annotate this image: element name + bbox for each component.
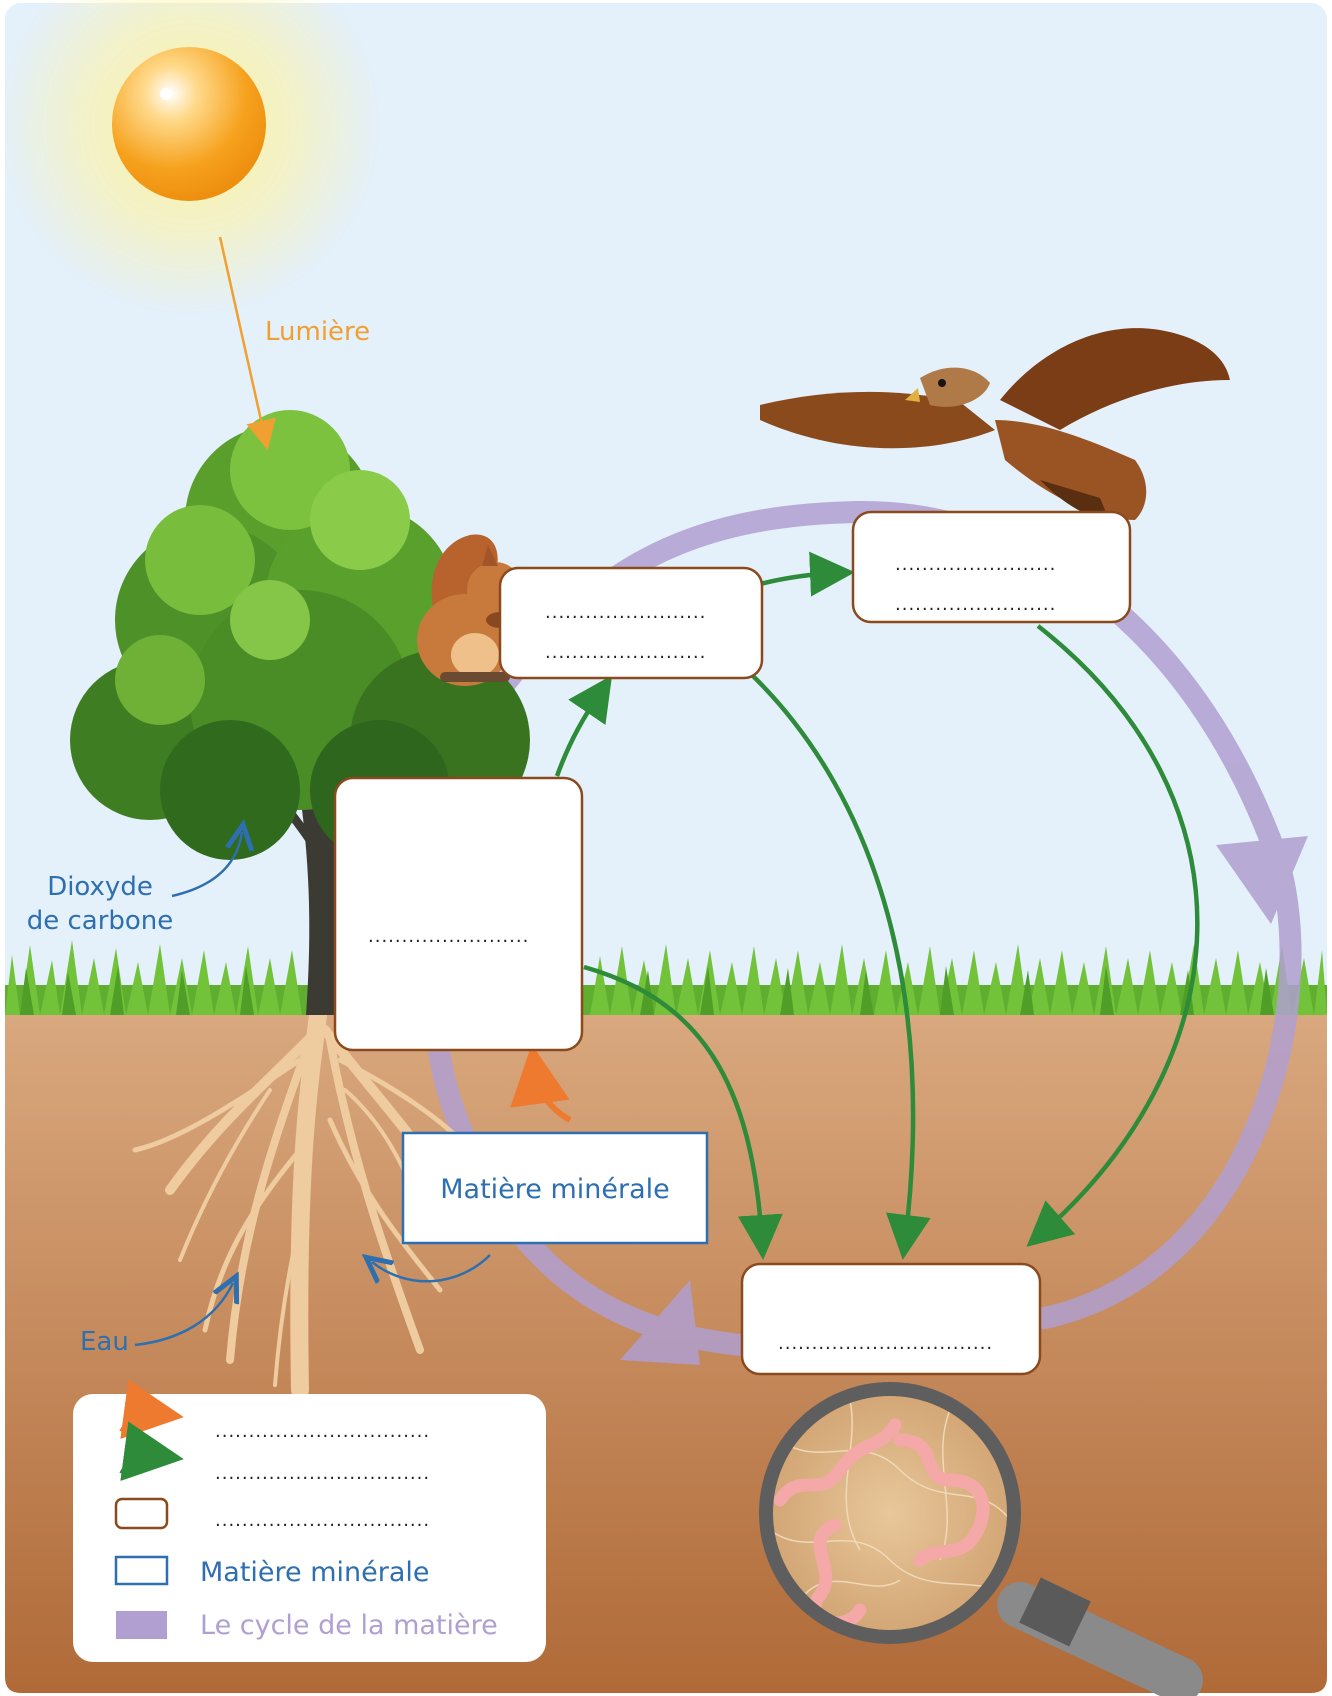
cycle-arrowhead-bottom <box>620 1280 700 1365</box>
legend-purple-swatch <box>116 1611 167 1639</box>
co2-arrow <box>171 832 242 898</box>
green-arrow-squirrel-to-decomposer <box>750 673 931 1260</box>
cycle-arrowhead-right <box>1216 836 1308 924</box>
co2-label-line1: Dioxyde <box>47 872 153 902</box>
legend-green-arrow-icon <box>119 1421 184 1481</box>
sun-icon <box>0 0 380 315</box>
legend-purple-text: Le cycle de la matière <box>200 1610 498 1641</box>
green-arrows <box>554 551 1200 1260</box>
legend-orange-text: ................................ <box>215 1421 430 1442</box>
plant-box: ........................ <box>333 776 584 1052</box>
hawk-box-line2: ........................ <box>895 594 1056 615</box>
decomposer-box-line: ................................ <box>778 1333 993 1354</box>
decomposer-box: ................................ <box>740 1262 1042 1376</box>
magnifier-icon <box>759 1382 1203 1696</box>
green-arrow-plant-to-squirrel <box>554 675 613 777</box>
mineral-matter-label: Matière minérale <box>440 1174 670 1205</box>
tree-roots <box>132 1006 465 1399</box>
squirrel-box: ........................ ...............… <box>498 566 764 680</box>
hawk-icon <box>760 328 1230 522</box>
squirrel-box-line2: ........................ <box>545 642 706 663</box>
hawk-box-line1: ........................ <box>895 554 1056 575</box>
legend-blue-box-icon <box>114 1555 169 1586</box>
light-arrow <box>218 236 276 451</box>
green-arrow-plant-to-decomposer <box>583 964 783 1260</box>
mineral-to-roots-arrow <box>372 1255 491 1281</box>
light-label: Lumière <box>265 317 370 347</box>
plant-box-line: ........................ <box>368 926 529 947</box>
squirrel-icon <box>417 534 524 686</box>
water-arrow <box>134 1283 233 1347</box>
legend-green-text: ................................ <box>215 1463 430 1484</box>
green-arrow-hawk-to-decomposer <box>1026 624 1200 1247</box>
hawk-box: ........................ ...............… <box>851 510 1132 624</box>
squirrel-box-line1: ........................ <box>545 602 706 623</box>
orange-arrow-mineral-to-plant <box>510 1044 572 1123</box>
legend-blue-text: Matière minérale <box>200 1557 430 1588</box>
grass <box>5 940 1327 1015</box>
water-label: Eau <box>80 1327 129 1357</box>
legend: ................................ .......… <box>73 1379 546 1662</box>
legend-brown-text: ................................ <box>215 1510 430 1531</box>
co2-label-line2: de carbone <box>27 906 174 936</box>
mineral-matter-box: Matière minérale <box>401 1131 709 1245</box>
green-arrow-squirrel-to-hawk <box>759 551 855 597</box>
legend-brown-box-icon <box>114 1497 169 1530</box>
